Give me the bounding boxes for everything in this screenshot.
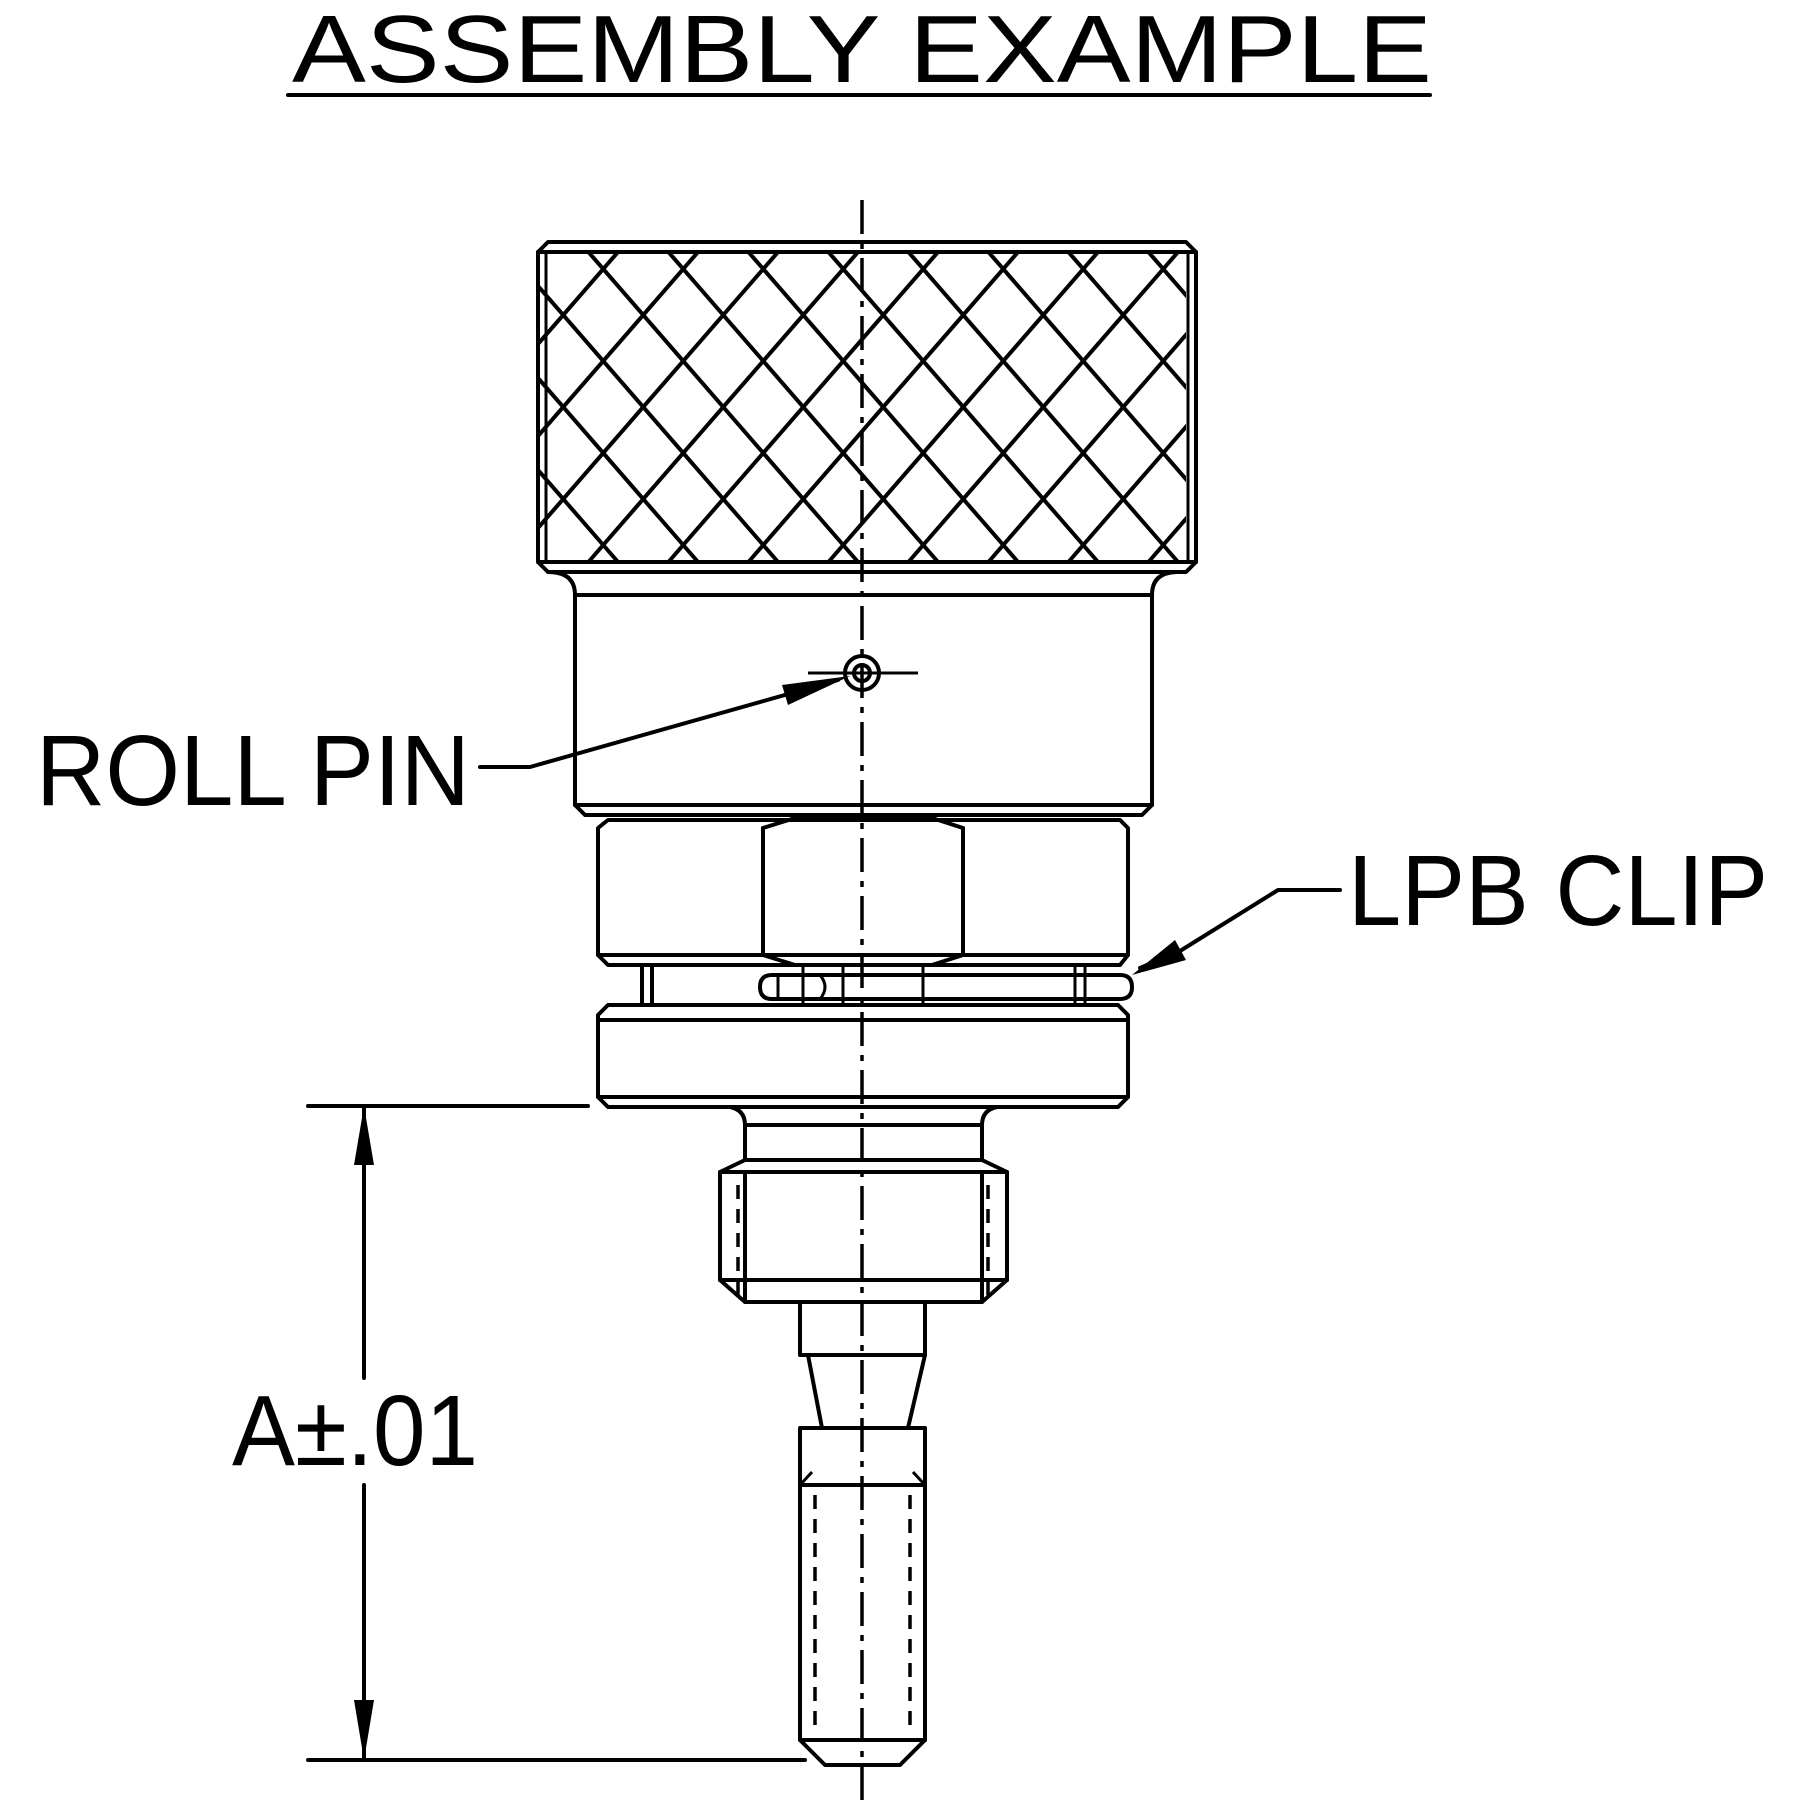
knurl-pattern <box>188 250 1498 564</box>
knurl-line <box>1066 423 1186 564</box>
knurl-line <box>188 252 458 562</box>
stem <box>798 1300 927 1430</box>
dimension-a: A±.01 <box>232 1104 807 1762</box>
drawing-title: ASSEMBLY EXAMPLE <box>292 0 1432 103</box>
knurl-line <box>540 250 700 437</box>
knurl-line <box>1228 252 1498 562</box>
dimension-arrow-up <box>354 1106 374 1165</box>
knurl-line <box>826 250 1100 564</box>
dimension-arrow-down <box>354 1700 374 1760</box>
knurl-line <box>986 331 1186 564</box>
knurl-line <box>666 250 940 564</box>
roll-pin-label: ROLL PIN <box>36 715 470 827</box>
roll-pin-arrowhead <box>782 676 850 705</box>
knurl-line <box>906 250 1180 564</box>
knurl-line <box>540 250 620 345</box>
lpb-clip-arrowhead <box>1132 940 1186 975</box>
roll-pin-symbol <box>808 654 918 692</box>
knurl-line <box>268 252 538 562</box>
lpb-clip-label: LPB CLIP <box>1348 835 1768 947</box>
knurl-line <box>268 252 538 562</box>
lpb-clip-callout: LPB CLIP <box>1132 835 1768 975</box>
knurled-knob <box>188 240 1498 574</box>
knurl-line <box>746 250 1020 564</box>
knurl-line <box>586 250 860 564</box>
knurl-line <box>1066 250 1186 391</box>
dimension-label: A±.01 <box>232 1375 478 1487</box>
knurl-line <box>1228 252 1498 562</box>
knurl-line <box>188 252 458 562</box>
knurl-line <box>540 469 620 564</box>
roll-pin-callout: ROLL PIN <box>36 676 850 827</box>
knurl-line <box>540 250 780 529</box>
lpb-clip <box>758 973 1134 1001</box>
